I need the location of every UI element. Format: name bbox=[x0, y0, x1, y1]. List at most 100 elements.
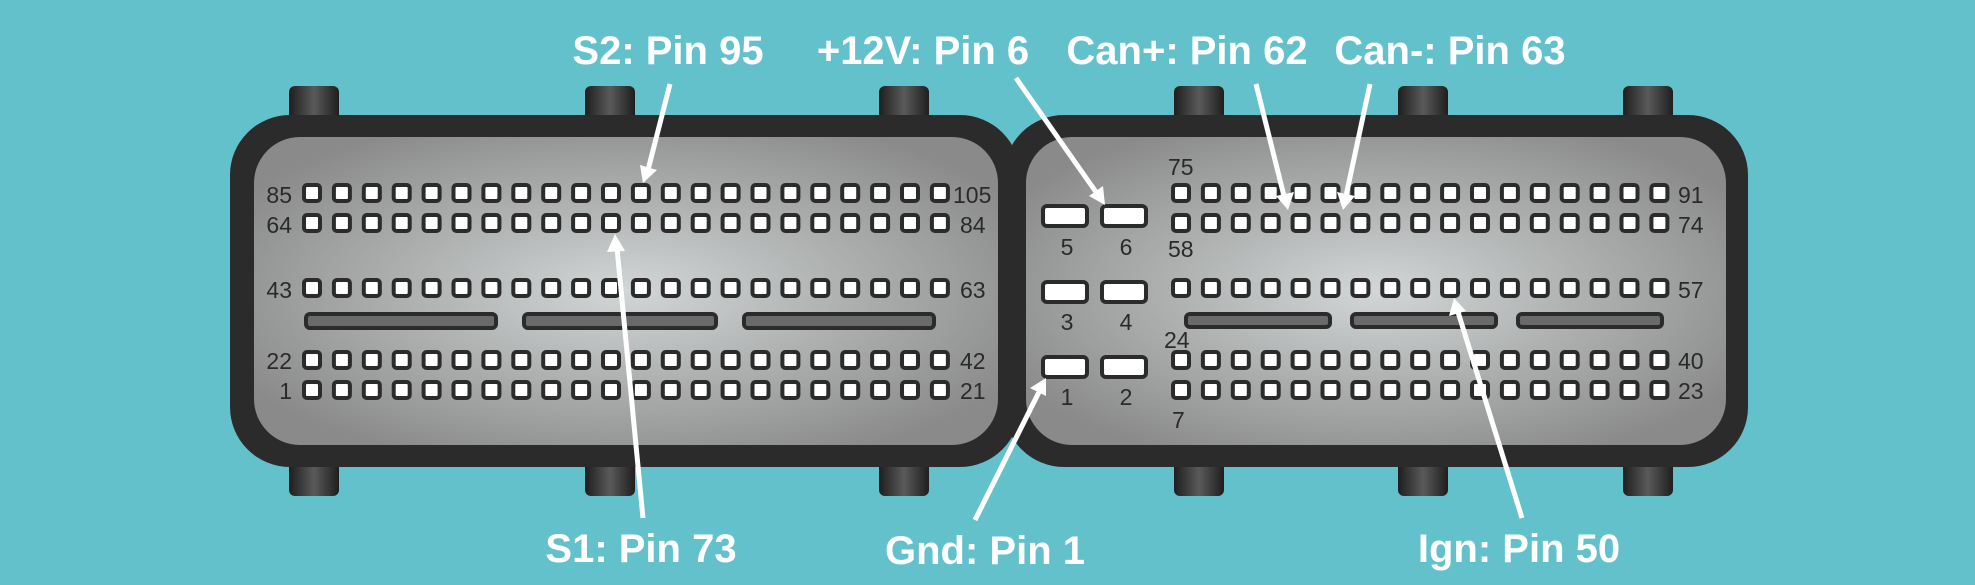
arrow-canm bbox=[1337, 83, 1373, 210]
left-pin bbox=[690, 380, 711, 400]
left-pin bbox=[601, 380, 621, 400]
right-pin bbox=[1529, 380, 1550, 400]
left-pin bbox=[720, 350, 741, 370]
callout-s2: S2: Pin 95 bbox=[572, 29, 763, 73]
left-pin bbox=[870, 213, 891, 233]
left-pin bbox=[690, 213, 711, 233]
right-pin bbox=[1260, 213, 1281, 233]
left-pin bbox=[720, 213, 741, 233]
left-pin bbox=[900, 350, 920, 370]
right-pin bbox=[1290, 350, 1311, 370]
right-pin bbox=[1410, 350, 1431, 370]
right-pin bbox=[1559, 380, 1580, 400]
right-pin bbox=[1589, 380, 1610, 400]
right-pin bbox=[1589, 350, 1610, 370]
left-pin bbox=[810, 183, 831, 203]
left-pin bbox=[660, 350, 681, 370]
right-pin bbox=[1499, 183, 1520, 203]
power-pin-4 bbox=[1100, 280, 1148, 304]
right-pin bbox=[1380, 213, 1401, 233]
callout-ign: Ign: Pin 50 bbox=[1418, 527, 1620, 571]
right-pin bbox=[1619, 278, 1640, 298]
left-pin bbox=[511, 380, 532, 400]
right-pin bbox=[1290, 183, 1311, 203]
left-pin bbox=[929, 350, 950, 370]
left-pin bbox=[840, 350, 861, 370]
left-pin bbox=[870, 350, 891, 370]
left-pin bbox=[690, 183, 711, 203]
right-pin bbox=[1499, 350, 1520, 370]
left-pin bbox=[302, 380, 322, 400]
left-pin bbox=[511, 278, 532, 298]
right-pin bbox=[1230, 350, 1251, 370]
row-label-64: 64 bbox=[266, 212, 292, 238]
left-pin bbox=[331, 213, 352, 233]
left-pin bbox=[451, 380, 472, 400]
arrow-ign bbox=[1449, 298, 1525, 519]
right-pin bbox=[1559, 278, 1580, 298]
left-pin bbox=[929, 183, 950, 203]
left-pin bbox=[361, 380, 382, 400]
left-connector bbox=[230, 115, 1020, 467]
power-pin-2 bbox=[1100, 355, 1148, 379]
power-pin-label-3: 3 bbox=[1061, 309, 1074, 335]
row-label-40: 40 bbox=[1678, 348, 1704, 374]
right-pin bbox=[1350, 278, 1371, 298]
power-pin-6 bbox=[1100, 204, 1148, 228]
left-pin bbox=[601, 183, 621, 203]
left-pin bbox=[630, 183, 651, 203]
power-pins bbox=[1041, 204, 1148, 379]
row-label-85: 85 bbox=[266, 182, 292, 208]
callout-canp: Can+: Pin 62 bbox=[1066, 29, 1307, 73]
left-pin bbox=[720, 380, 741, 400]
arrow-gnd bbox=[972, 378, 1046, 522]
left-pin bbox=[601, 278, 621, 298]
left-pin bbox=[929, 278, 950, 298]
left-pin bbox=[481, 350, 502, 370]
left-pin bbox=[421, 183, 442, 203]
right-pin bbox=[1350, 380, 1371, 400]
right-pin bbox=[1619, 350, 1640, 370]
row-label-58: 58 bbox=[1168, 236, 1194, 262]
right-pin bbox=[1440, 278, 1461, 298]
left-pin bbox=[780, 380, 801, 400]
row-label-23: 23 bbox=[1678, 378, 1704, 404]
left-pin bbox=[391, 278, 412, 298]
callout-arrows bbox=[607, 76, 1525, 522]
arrow-s1 bbox=[607, 234, 646, 519]
right-pin bbox=[1410, 213, 1431, 233]
right-pin bbox=[1320, 183, 1341, 203]
left-pin bbox=[750, 350, 771, 370]
left-pin bbox=[421, 278, 442, 298]
left-pin bbox=[900, 213, 920, 233]
right-pin bbox=[1649, 278, 1670, 298]
left-pin bbox=[690, 278, 711, 298]
left-pin bbox=[720, 183, 741, 203]
right-pin bbox=[1350, 183, 1371, 203]
left-row-labels: 85 105 64 84 43 63 22 42 1 21 bbox=[266, 182, 991, 404]
left-pin bbox=[571, 380, 592, 400]
power-pin-5 bbox=[1041, 204, 1089, 228]
left-pin bbox=[810, 278, 831, 298]
right-pin bbox=[1499, 278, 1520, 298]
left-pin bbox=[541, 183, 562, 203]
right-pin bbox=[1470, 213, 1490, 233]
right-pin bbox=[1230, 380, 1251, 400]
left-pin bbox=[870, 183, 891, 203]
power-pin-3 bbox=[1041, 280, 1089, 304]
left-pin bbox=[361, 213, 382, 233]
right-pin bbox=[1410, 278, 1431, 298]
left-pin bbox=[302, 350, 322, 370]
right-pin bbox=[1171, 213, 1191, 233]
right-pin bbox=[1440, 213, 1461, 233]
right-pin bbox=[1380, 380, 1401, 400]
left-pin bbox=[302, 213, 322, 233]
right-pin bbox=[1320, 213, 1341, 233]
right-pin bbox=[1171, 183, 1191, 203]
left-pin bbox=[750, 213, 771, 233]
right-connector bbox=[1004, 115, 1748, 467]
left-pin bbox=[780, 183, 801, 203]
right-pin bbox=[1260, 380, 1281, 400]
right-pin bbox=[1290, 380, 1311, 400]
left-pin bbox=[451, 213, 472, 233]
